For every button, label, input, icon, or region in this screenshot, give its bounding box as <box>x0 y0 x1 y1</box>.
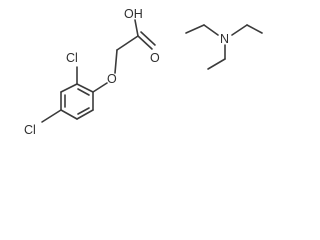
bond-ch2-ch3-down <box>207 58 226 70</box>
bond-o-ch2 <box>114 49 118 74</box>
atom-label-carbonyl-o: O <box>150 51 160 65</box>
bond-c-oh <box>134 19 139 37</box>
atom-label-ortho-cl: Cl <box>66 51 78 65</box>
bond-n-ch2-right <box>231 24 248 36</box>
ring-bond-c1-c2 <box>76 83 94 93</box>
bond-n-ch2-left <box>203 24 219 36</box>
ring-bond-c4-c5 <box>60 109 78 120</box>
molecule-triethylamine: N <box>185 24 263 70</box>
atom-label-ether-o: O <box>107 72 117 86</box>
bond-ch2-cooh <box>116 35 139 51</box>
structure-drawing: OH O O Cl Cl N <box>24 7 263 137</box>
atom-label-n: N <box>220 32 229 46</box>
bond-ch2-ch3-left <box>185 24 205 34</box>
bond-c1-o <box>92 82 108 93</box>
bond-c-o-double-2 <box>140 31 156 46</box>
bond-c-o-double-1 <box>137 35 153 50</box>
benzene-ring <box>60 83 94 120</box>
ring-bond-c5-c6-inner <box>77 107 90 115</box>
ring-bond-c1-c2-inner <box>77 88 90 96</box>
bond-c4-cl <box>41 109 62 123</box>
molecule-dichlorophenoxyacetic-acid: OH O O Cl Cl <box>24 7 160 137</box>
atom-label-oh: OH <box>124 7 143 21</box>
atom-label-para-cl: Cl <box>24 123 36 137</box>
ring-bond-c5-c6 <box>76 109 94 120</box>
bond-ch2-ch3-right <box>246 24 263 34</box>
ring-bond-c2-c3 <box>60 83 78 93</box>
